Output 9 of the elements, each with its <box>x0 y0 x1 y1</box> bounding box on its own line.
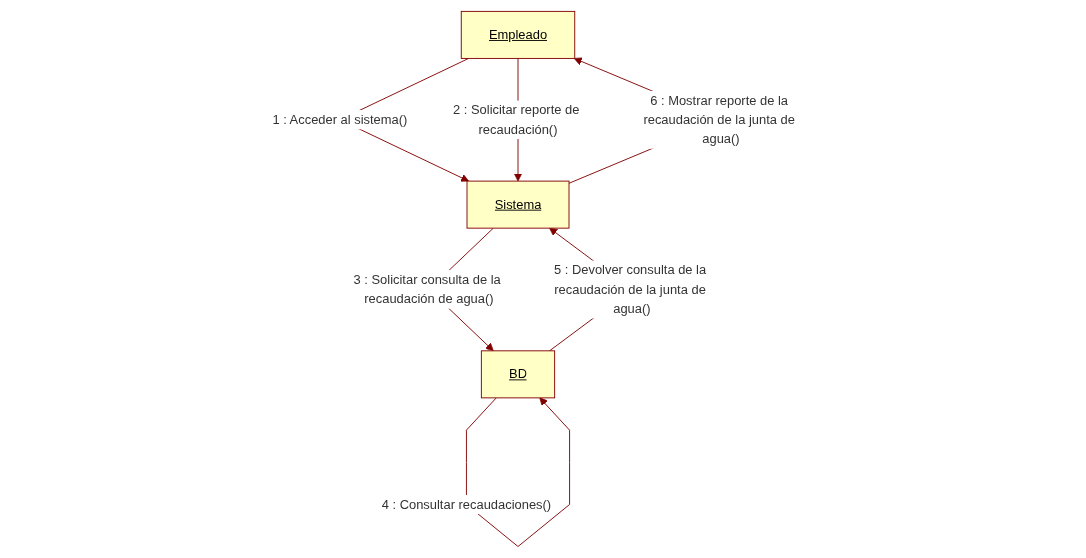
node-box: Sistema <box>466 180 570 229</box>
node-box: BD <box>481 350 556 399</box>
edge-label: 5 : Devolver consulta de la recaudación de la junta de agua() <box>554 262 707 316</box>
edge-label: 1 : Acceder al sistema() <box>272 111 408 127</box>
edge-label: 2 : Solicitar reporte de recaudación() <box>453 102 580 137</box>
edge-label: 6 : Mostrar reporte de la recaudación de la junta de agua() <box>643 92 796 147</box>
edge-label: 4 : Consultar recaudaciones() <box>381 496 552 512</box>
node-box: Empleado <box>461 10 576 59</box>
edge-label: 3 : Solicitar consulta de la recaudación de agua() <box>353 271 501 307</box>
